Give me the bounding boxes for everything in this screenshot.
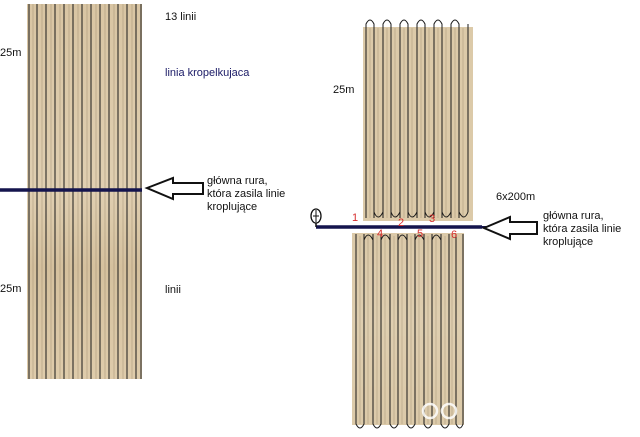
- right-top-loop: [433, 19, 443, 218]
- caption-line: kroplujące: [207, 201, 258, 214]
- right-bottom-loop: [406, 234, 416, 429]
- right-top-field-area: [363, 27, 473, 221]
- right-top-loop: [416, 19, 426, 218]
- right-bottom-top-loop: [397, 234, 408, 241]
- left-bottom-lines-label: linii: [165, 284, 181, 296]
- right-bottom-loop: [423, 234, 433, 429]
- section-number-5: 5: [417, 228, 424, 240]
- section-number-6: 6: [451, 229, 458, 241]
- right-main-pipe-caption: główna rura, która zasila linie kroplują…: [543, 210, 639, 250]
- caption-line: kroplujące: [543, 236, 594, 249]
- left-main-pipe-caption: główna rura, która zasila linie kroplują…: [207, 175, 317, 215]
- left-top-length-label: 25m: [0, 47, 22, 59]
- right-bottom-loop: [389, 234, 399, 429]
- left-bottom-length-label: 25m: [0, 283, 22, 295]
- drip-line-label: linia kropelkujaca: [165, 67, 250, 79]
- right-bottom-top-loop: [363, 234, 374, 241]
- caption-line: która zasila linie: [207, 188, 286, 201]
- caption-line: która zasila linie: [543, 223, 622, 236]
- caption-line: główna rura,: [207, 175, 268, 187]
- section-number-3: 3: [429, 213, 436, 225]
- right-bottom-loop: [372, 234, 382, 429]
- right-layout-label: 6x200m: [496, 191, 536, 203]
- left-count-label: 13 linii: [165, 11, 197, 23]
- section-number-2: 2: [398, 217, 405, 229]
- right-bottom-top-loop: [380, 234, 391, 241]
- right-top-length-label: 25m: [333, 84, 355, 96]
- right-bottom-loop: [440, 234, 450, 429]
- right-top-loop: [365, 19, 375, 218]
- caption-line: główna rura,: [543, 210, 604, 222]
- section-number-1: 1: [352, 212, 359, 224]
- right-bottom-top-loop: [431, 234, 442, 241]
- right-bottom-field-area: [352, 233, 464, 425]
- section-number-4: 4: [377, 228, 384, 240]
- right-bottom-loop: [455, 234, 464, 429]
- right-bottom-loop: [355, 234, 365, 429]
- right-top-loop: [399, 19, 409, 218]
- right-top-loop: [382, 19, 392, 218]
- right-bottom-top-loop: [414, 234, 425, 241]
- right-top-bottom-loop: [458, 211, 469, 218]
- right-top-loop: [450, 19, 460, 218]
